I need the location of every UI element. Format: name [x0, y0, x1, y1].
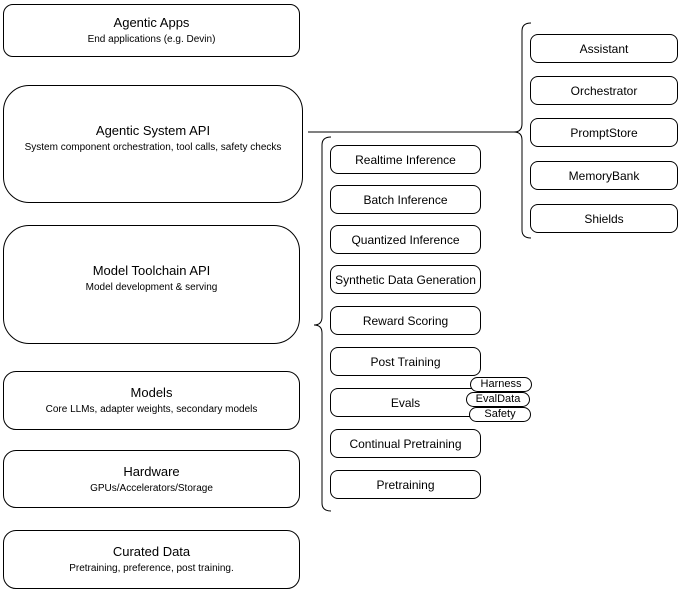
node-realtime-inference: Realtime Inference — [330, 145, 481, 174]
tag-label: Harness — [480, 378, 522, 390]
node-title: Models — [130, 385, 173, 400]
node-orchestrator: Orchestrator — [530, 76, 678, 105]
tag-safety: Safety — [469, 407, 531, 422]
node-subtitle: System component orchestration, tool cal… — [24, 141, 282, 153]
system-components-brace — [513, 22, 532, 239]
node-subtitle: End applications (e.g. Devin) — [87, 34, 216, 45]
node-label: Reward Scoring — [362, 313, 449, 328]
node-label: Post Training — [370, 354, 441, 369]
node-synthetic-data-generation: Synthetic Data Generation — [330, 265, 481, 294]
node-assistant: Assistant — [530, 34, 678, 63]
tag-harness: Harness — [470, 377, 532, 392]
node-subtitle: Core LLMs, adapter weights, secondary mo… — [45, 404, 258, 415]
node-subtitle: Model development & serving — [85, 282, 218, 293]
node-label: Realtime Inference — [355, 152, 456, 167]
node-hardware: Hardware GPUs/Accelerators/Storage — [3, 450, 300, 508]
node-models: Models Core LLMs, adapter weights, secon… — [3, 371, 300, 430]
tag-evaldata: EvalData — [466, 392, 530, 407]
node-agentic-apps: Agentic Apps End applications (e.g. Devi… — [3, 4, 300, 57]
node-title: Agentic System API — [95, 122, 211, 138]
node-title: Agentic Apps — [113, 15, 190, 30]
node-continual-pretraining: Continual Pretraining — [330, 429, 481, 458]
tag-label: EvalData — [475, 393, 521, 405]
node-subtitle: Pretraining, preference, post training. — [69, 563, 234, 574]
node-model-toolchain-api: Model Toolchain API Model development & … — [3, 225, 300, 344]
node-label: Orchestrator — [570, 83, 638, 98]
node-evals: Evals — [330, 388, 481, 417]
node-title: Hardware — [123, 463, 180, 479]
node-batch-inference: Batch Inference — [330, 185, 481, 214]
node-promptstore: PromptStore — [530, 118, 678, 147]
node-agentic-system-api: Agentic System API System component orch… — [3, 85, 303, 203]
node-label: Assistant — [579, 41, 629, 56]
node-label: PromptStore — [570, 125, 638, 140]
node-label: Continual Pretraining — [349, 436, 462, 451]
node-title: Model Toolchain API — [92, 263, 211, 278]
node-subtitle: GPUs/Accelerators/Storage — [90, 482, 213, 494]
node-label: Evals — [390, 395, 421, 410]
node-label: Synthetic Data Generation — [335, 272, 476, 287]
node-title: Curated Data — [112, 544, 191, 559]
toolchain-brace — [313, 136, 332, 512]
node-quantized-inference: Quantized Inference — [330, 225, 481, 254]
node-post-training: Post Training — [330, 347, 481, 376]
node-label: Batch Inference — [363, 192, 448, 207]
node-label: Pretraining — [376, 477, 435, 492]
node-memorybank: MemoryBank — [530, 161, 678, 190]
node-reward-scoring: Reward Scoring — [330, 306, 481, 335]
node-label: Shields — [584, 211, 624, 226]
node-pretraining: Pretraining — [330, 470, 481, 499]
node-curated-data: Curated Data Pretraining, preference, po… — [3, 530, 300, 589]
node-shields: Shields — [530, 204, 678, 233]
tag-label: Safety — [484, 408, 516, 420]
node-label: MemoryBank — [568, 168, 640, 183]
node-label: Quantized Inference — [351, 232, 460, 247]
